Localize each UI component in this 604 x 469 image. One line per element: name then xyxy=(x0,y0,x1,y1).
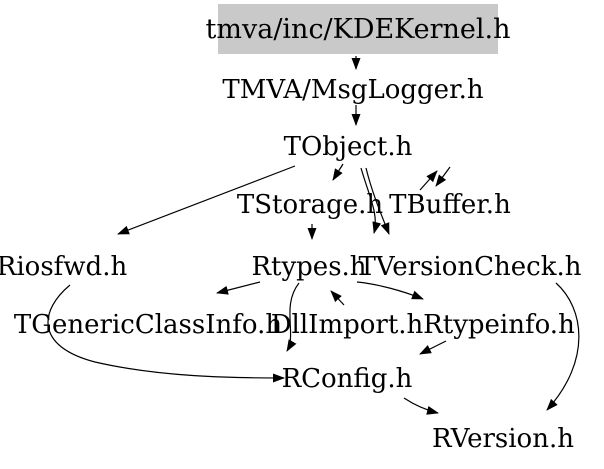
node-tobject[interactable]: TObject.h xyxy=(283,132,413,162)
node-kdekernel-label: tmva/inc/KDEKernel.h xyxy=(205,13,511,45)
edge-riosfwd-to-rconfig xyxy=(47,284,285,383)
edge-tobject-to-tstorage xyxy=(332,163,344,181)
node-tstorage[interactable]: TStorage.h xyxy=(236,190,384,220)
node-tbuffer[interactable]: TBuffer.h xyxy=(389,190,511,220)
edge-rtypeinfo-to-rconfig xyxy=(419,340,447,355)
node-riosfwd[interactable]: Riosfwd.h xyxy=(0,252,128,282)
edge-tversioncheck-to-rversion xyxy=(546,282,580,411)
edge-tobject-to-tversioncheck xyxy=(365,167,390,235)
node-tversioncheck[interactable]: TVersionCheck.h xyxy=(358,252,582,282)
node-kdekernel: tmva/inc/KDEKernel.h xyxy=(206,4,511,54)
node-rtypes[interactable]: Rtypes.h xyxy=(251,252,367,282)
edge-tobject-to-riosfwd xyxy=(117,165,296,235)
edge-dllimport-to-rtypes xyxy=(330,290,345,306)
node-rtypeinfo[interactable]: Rtypeinfo.h xyxy=(423,310,575,340)
node-rversion[interactable]: RVersion.h xyxy=(432,424,574,454)
edge-tobject-to-tbuffer xyxy=(435,166,451,187)
node-msglogger[interactable]: TMVA/MsgLogger.h xyxy=(222,75,484,105)
node-tgenericclassinfo[interactable]: TGenericClassInfo.h xyxy=(13,310,283,340)
edge-rtypes-to-rtypeinfo xyxy=(356,281,424,300)
edge-tbuffer-to-tobject xyxy=(419,170,438,191)
node-dllimport[interactable]: DllImport.h xyxy=(270,310,424,340)
node-rconfig[interactable]: RConfig.h xyxy=(281,364,413,394)
edge-rconfig-to-rversion xyxy=(403,397,439,415)
edge-rtypes-to-tgenericclassinfo xyxy=(216,281,261,295)
edge-tobject-to-rtypes xyxy=(360,167,382,234)
edge-rtypes-to-rconfig xyxy=(286,282,300,352)
